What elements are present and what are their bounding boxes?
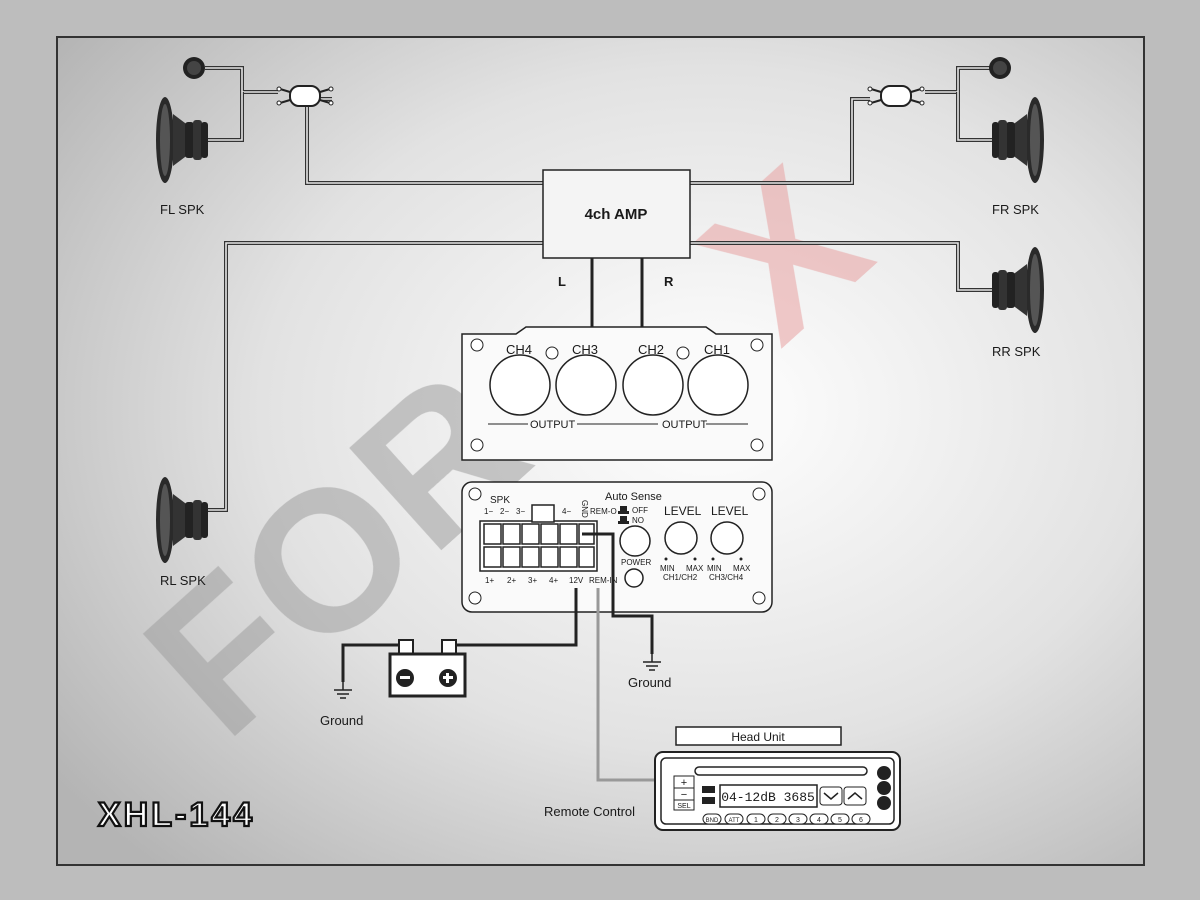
level-ch34-knob[interactable] [710,521,744,555]
preset-button-bnd[interactable]: BND [702,813,722,825]
preset-button-6[interactable]: 6 [851,813,871,825]
rr-speaker-label: RR SPK [992,344,1041,359]
level-ch12-label: LEVEL [664,504,702,518]
head-unit-display-text: 04-12dB 3685 [721,790,815,805]
amp-box: 4ch AMP L R [542,169,691,332]
right-channel-label: R [664,274,674,289]
preset-button-2[interactable]: 2 [767,813,787,825]
fr-tweeter-icon [989,57,1011,79]
pin-4-plus: 4+ [549,576,558,585]
input-panel: SPK 1− 2− 3− 4− REM-O GND 1+ 2+ 3+ 4+ 12… [461,481,773,613]
level-ch34-channel-label: CH3/CH4 [709,573,744,582]
preset-button-1[interactable]: 1 [746,813,766,825]
auto-sense-switch[interactable] [619,525,651,557]
knob-1-icon[interactable] [877,766,891,780]
pin-2-plus: 2+ [507,576,516,585]
pin-3-plus: 3+ [528,576,537,585]
sel-button[interactable] [673,799,695,811]
pin-rem-in: REM-IN [589,576,618,585]
ch4-output-jack[interactable] [489,354,551,416]
ground-left-label: Ground [320,713,363,728]
svg-text:2: 2 [775,817,779,824]
remote-control-label: Remote Control [544,804,635,819]
output-panel: CH4 CH3 CH2 CH1 OUTPUT OUTPUT [461,326,773,461]
battery-icon [388,639,467,698]
fr-speaker-label: FR SPK [992,202,1039,217]
power-wiring: Ground Ground Remote Control [320,532,671,819]
fl-tweeter-icon [183,57,205,79]
preset-buttons: BND ATT 1 2 3 4 [702,813,871,825]
ground-right-label: Ground [628,675,671,690]
level-ch12-max: MAX [686,564,704,573]
level-ch34-max: MAX [733,564,751,573]
preset-button-5[interactable]: 5 [830,813,850,825]
head-unit-display [719,784,818,808]
ch2-label: CH2 [638,342,664,357]
head-unit-title: Head Unit [731,730,785,744]
ch1-label: CH1 [704,342,730,357]
ch1-output-jack[interactable] [687,354,749,416]
fl-speaker-label: FL SPK [160,202,205,217]
svg-text:BND: BND [706,818,719,824]
volume-up-label: + [681,777,687,789]
preset-button-3[interactable]: 3 [788,813,808,825]
seek-up-button[interactable] [843,786,867,806]
pin-3-minus: 3− [516,507,525,516]
ch3-label: CH3 [572,342,598,357]
output-right-label: OUTPUT [662,419,708,431]
fr-speaker-group: FR SPK [690,57,1044,217]
svg-text:4: 4 [817,817,821,824]
head-unit: Head Unit + − SEL 04-12dB 3685 BND AT [654,726,901,831]
amp-box-label: 4ch AMP [585,206,648,223]
preset-button-att[interactable]: ATT [724,813,744,825]
power-led [624,568,644,588]
pin-gnd: GND [580,500,589,518]
cd-slot [694,766,868,776]
level-ch12-knob[interactable] [664,521,698,555]
model-label: XHL-144 [98,796,255,834]
svg-text:6: 6 [859,817,863,824]
power-label: POWER [621,558,651,567]
left-channel-label: L [558,274,566,289]
spk-label: SPK [490,495,510,506]
pin-1-plus: 1+ [485,576,494,585]
ch3-output-jack[interactable] [555,354,617,416]
pin-4-minus: 4− [562,507,571,516]
auto-sense-label: Auto Sense [605,491,662,503]
output-left-label: OUTPUT [530,419,576,431]
pin-rem-out: REM-O [590,507,617,516]
svg-text:1: 1 [754,817,758,824]
svg-text:5: 5 [838,817,842,824]
auto-sense-no-label: NO [632,516,644,525]
level-ch12-min: MIN [660,564,675,573]
level-ch12-channel-label: CH1/CH2 [663,573,698,582]
volume-down-label: − [681,789,687,801]
sel-label: SEL [677,803,690,810]
speaker-input-connector[interactable] [479,504,598,572]
knob-3-icon[interactable] [877,796,891,810]
seek-down-button[interactable] [819,786,843,806]
fl-speaker-group: FL SPK [156,57,543,217]
knob-2-icon[interactable] [877,781,891,795]
svg-text:3: 3 [796,817,800,824]
rl-speaker-group: RL SPK [156,241,543,588]
pin-1-minus: 1− [484,507,493,516]
level-ch34-min: MIN [707,564,722,573]
auto-sense-off-label: OFF [632,506,648,515]
pin-2-minus: 2− [500,507,509,516]
preset-button-4[interactable]: 4 [809,813,829,825]
pin-12v: 12V [569,576,584,585]
rr-speaker-group: RR SPK [690,241,1044,359]
ch2-output-jack[interactable] [622,354,684,416]
rl-speaker-label: RL SPK [160,573,206,588]
level-ch34-label: LEVEL [711,504,749,518]
ch4-label: CH4 [506,342,532,357]
svg-text:ATT: ATT [729,818,740,824]
